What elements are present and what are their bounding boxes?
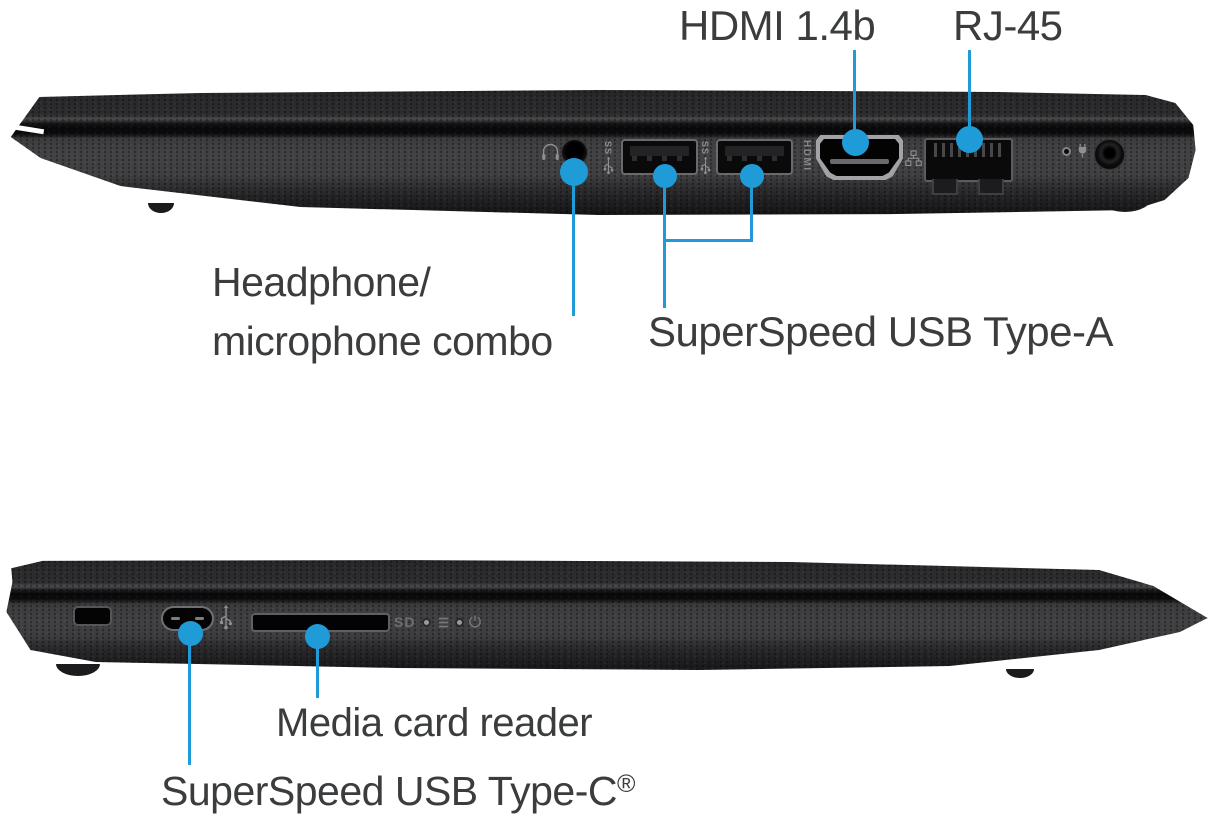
- headphone-label-line1: Headphone/: [212, 259, 431, 305]
- ss-marking: SS: [700, 141, 710, 156]
- headphone-callout-dot: [560, 158, 588, 186]
- hdmi-label: HDMI 1.4b: [679, 2, 876, 49]
- usb-c-callout-line: [188, 634, 191, 765]
- usb-a-pins: [632, 156, 687, 161]
- superspeed-usb-trident-icon: SS: [698, 141, 712, 175]
- sd-marking: SD: [394, 614, 416, 630]
- usb-trident-icon: [220, 605, 232, 630]
- rj45-label: RJ-45: [953, 2, 1063, 49]
- usb-c-callout-dot: [178, 621, 203, 646]
- hdd-activity-icon: [438, 617, 449, 628]
- rj45-latch-left: [932, 179, 958, 195]
- usb-c-label: SuperSpeed USB Type-C®: [161, 768, 635, 815]
- rj45-callout-dot: [956, 126, 983, 153]
- usb-a-tongue: [725, 146, 784, 156]
- hdmi-marking: HDMI: [801, 140, 812, 172]
- hdmi-callout-dot: [842, 129, 869, 156]
- headphone-callout-line: [572, 172, 575, 316]
- usb-c-label-text: SuperSpeed USB Type-C: [161, 768, 617, 814]
- hdmi-port: [816, 135, 903, 180]
- usb-a-label: SuperSpeed USB Type-A: [648, 308, 1114, 355]
- rubber-foot: [1006, 669, 1034, 678]
- usb-a-pins: [727, 156, 782, 161]
- headphone-icon: [542, 143, 559, 160]
- usb-c-pin: [171, 617, 180, 620]
- card-reader-label: Media card reader: [276, 701, 593, 745]
- status-led-1: [422, 618, 431, 627]
- card-reader-callout-dot: [305, 624, 330, 649]
- superspeed-usb-trident-icon: SS: [601, 141, 615, 175]
- usb-c-pin: [195, 617, 204, 620]
- rj45-callout-line: [968, 50, 971, 140]
- power-plug-icon: [1078, 144, 1087, 158]
- headphone-label-line2: microphone combo: [212, 318, 553, 364]
- power-status-icon: [469, 615, 481, 628]
- rubber-foot: [148, 203, 174, 213]
- ethernet-icon: [905, 150, 922, 166]
- security-lock-slot: [73, 606, 112, 626]
- ss-marking: SS: [603, 141, 613, 156]
- hdmi-callout-line: [853, 50, 856, 142]
- rj45-latch-right: [978, 179, 1004, 195]
- power-led-hole: [1062, 147, 1071, 156]
- headphone-label: Headphone/ microphone combo: [212, 253, 553, 371]
- registered-mark: ®: [616, 770, 636, 798]
- hdmi-port-slot: [830, 159, 889, 164]
- usb-a-callout-line-2: [750, 176, 753, 242]
- rubber-foot: [56, 664, 100, 676]
- power-connector: [1094, 139, 1125, 170]
- card-reader-callout-line: [316, 637, 319, 698]
- usb-a-tongue: [630, 146, 689, 156]
- usb-a-callout-bracket: [663, 239, 753, 242]
- status-led-2: [455, 618, 464, 627]
- usb-a-callout-line-1: [663, 176, 666, 308]
